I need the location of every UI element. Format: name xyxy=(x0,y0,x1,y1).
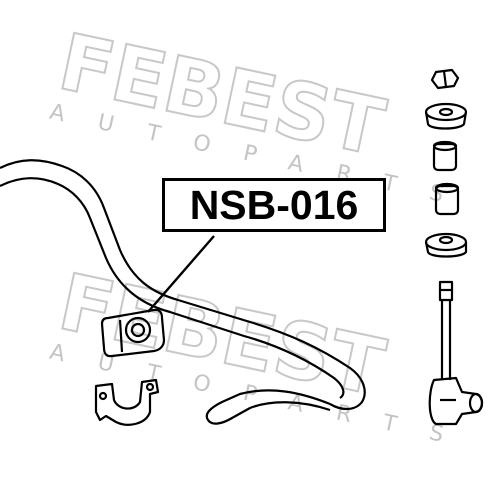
bracket-part xyxy=(94,378,160,426)
bushing-part xyxy=(100,308,166,358)
part-number-label: NSB-016 xyxy=(189,181,359,228)
stabilizer-bar xyxy=(0,159,366,425)
stabilizer-link xyxy=(424,68,484,426)
part-number-box: NSB-016 xyxy=(162,178,386,232)
leader-line xyxy=(147,235,215,313)
